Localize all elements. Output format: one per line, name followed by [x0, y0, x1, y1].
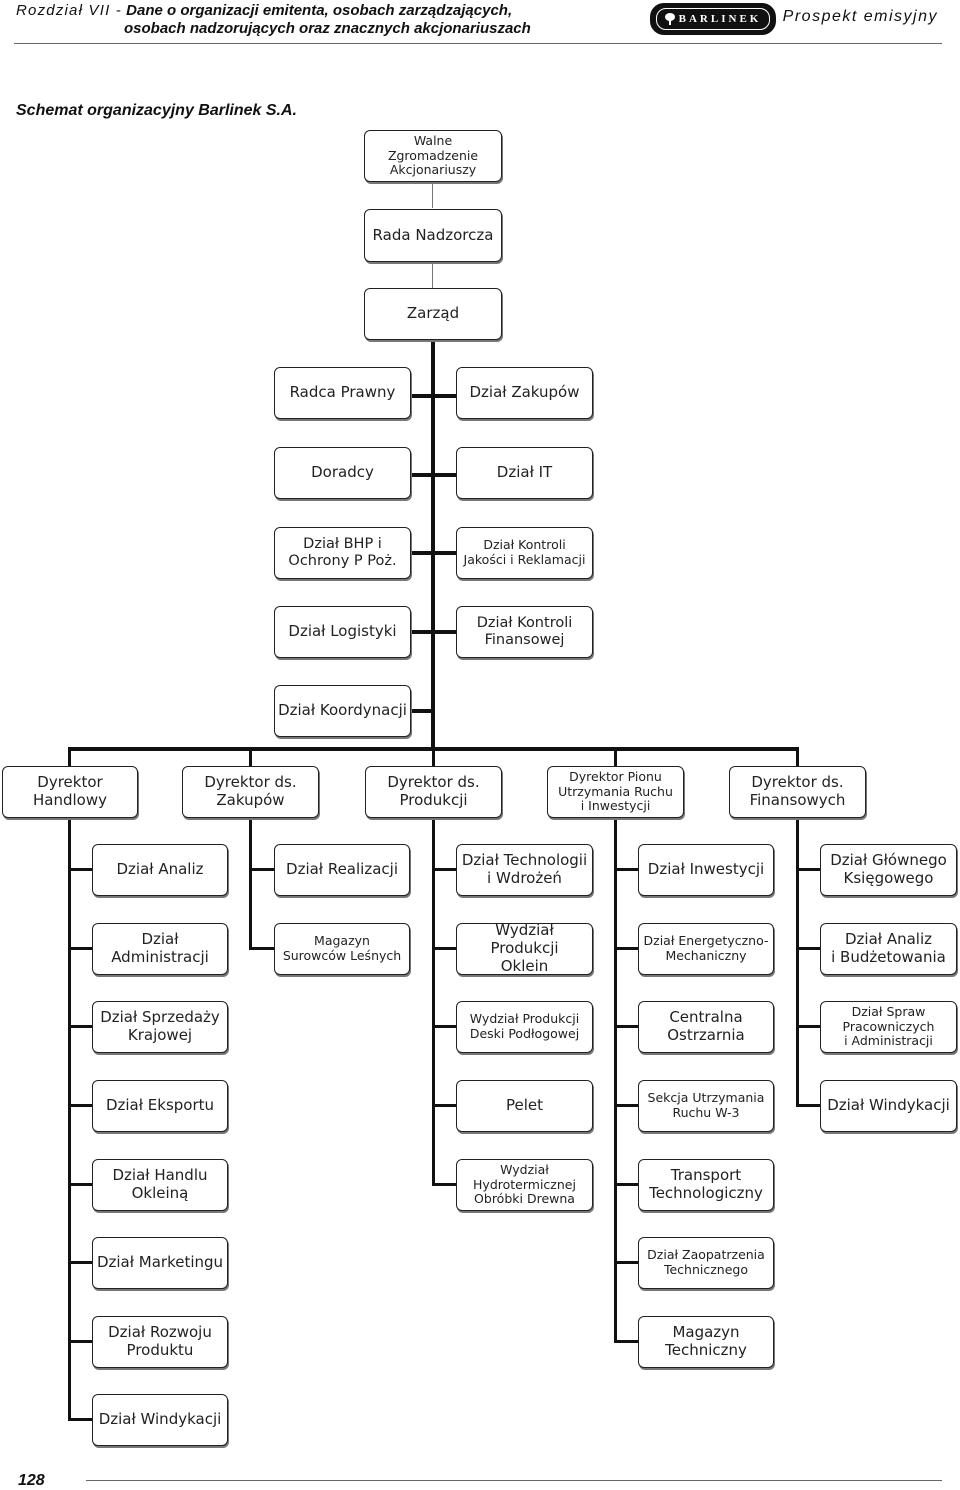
- connector-h7: [68, 1340, 92, 1343]
- connector-h2: [68, 947, 92, 950]
- diagram-title: Schemat organizacyjny Barlinek S.A.: [16, 102, 297, 119]
- box-h-dzial-handlu-okleina: Dział Handlu Okleiną: [92, 1159, 228, 1211]
- box-doradcy: Doradcy: [274, 447, 411, 499]
- connector-col-pionu: [614, 816, 617, 1343]
- connector-f2: [796, 947, 820, 950]
- connector-u4: [614, 1104, 638, 1107]
- box-dzial-logistyki: Dział Logistyki: [274, 606, 411, 658]
- chapter-title-line2: osobach nadzorujących oraz znacznych akc…: [124, 20, 531, 37]
- connector-dyr-pionu: [614, 749, 617, 768]
- connector-spine: [431, 340, 435, 748]
- box-f-dzial-analiz-budzetowania: Dział Analiz i Budżetowania: [820, 923, 957, 975]
- connector-dyr-produkcji: [432, 749, 435, 768]
- footer-divider: [86, 1480, 942, 1481]
- box-dzial-koordynacji: Dział Koordynacji: [274, 685, 411, 737]
- connector-u6: [614, 1261, 638, 1264]
- box-dyrektor-finansowych: Dyrektor ds. Finansowych: [729, 766, 866, 818]
- box-h-dzial-windykacji: Dział Windykacji: [92, 1394, 228, 1446]
- box-walne-zgromadzenie: Walne Zgromadzenie Akcjonariuszy: [364, 130, 502, 182]
- box-zarzad: Zarząd: [364, 288, 502, 340]
- box-radca-prawny: Radca Prawny: [274, 367, 411, 419]
- connector-col-zakupow: [249, 816, 252, 950]
- box-dyrektor-pionu: Dyrektor Pionu Utrzymania Ruchu i Inwest…: [547, 766, 684, 818]
- connector-bhp: [410, 551, 456, 555]
- connector-h6: [68, 1261, 92, 1264]
- header-document-type: Prospekt emisyjny: [782, 8, 938, 25]
- box-h-dzial-marketingu: Dział Marketingu: [92, 1237, 228, 1289]
- connector-dyr-handlowy: [68, 749, 71, 768]
- connector-u5: [614, 1183, 638, 1186]
- box-rada-nadzorcza: Rada Nadzorcza: [364, 209, 502, 262]
- box-u-transport-technologiczny: Transport Technologiczny: [638, 1159, 774, 1211]
- connector-h3: [68, 1025, 92, 1028]
- box-p-wydzial-oklein: Wydział Produkcji Oklein: [456, 922, 593, 975]
- connector-doradcy: [410, 473, 456, 477]
- box-u-magazyn-techniczny: Magazyn Techniczny: [638, 1316, 774, 1368]
- box-f-dzial-spraw-pracowniczych: Dział Spraw Pracowniczych i Administracj…: [820, 1001, 957, 1053]
- box-dzial-kontroli-finansowej: Dział Kontroli Finansowej: [456, 606, 593, 658]
- box-dyrektor-handlowy: Dyrektor Handlowy: [2, 766, 138, 818]
- box-h-dzial-sprzedazy-krajowej: Dział Sprzedaży Krajowej: [92, 1001, 228, 1053]
- connector-p2: [432, 947, 456, 950]
- connector-h1: [68, 868, 92, 871]
- box-dzial-zakupow: Dział Zakupów: [456, 367, 593, 419]
- box-dyrektor-produkcji: Dyrektor ds. Produkcji: [365, 766, 502, 818]
- connector-p1: [432, 868, 456, 871]
- connector-h5: [68, 1183, 92, 1186]
- box-z-magazyn-surowcow: Magazyn Surowców Leśnych: [274, 923, 410, 975]
- connector-col-handlowy: [68, 816, 71, 1421]
- box-dzial-bhp: Dział BHP i Ochrony P Poż.: [274, 527, 411, 579]
- box-u-dzial-energetyczno: Dział Energetyczno- Mechaniczny: [638, 923, 774, 975]
- box-p-wydzial-hydrotermicznej: Wydział Hydrotermicznej Obróbki Drewna: [456, 1159, 593, 1211]
- connector-dyr-fin: [796, 749, 799, 768]
- connector-u2: [614, 947, 638, 950]
- header-chapter-title: Rozdział VII - Dane o organizacji emiten…: [16, 2, 531, 38]
- box-u-centralna-ostrzarnia: Centralna Ostrzarnia: [638, 1001, 774, 1053]
- connector-walne-rada: [432, 182, 433, 208]
- connector-u7: [614, 1340, 638, 1343]
- box-u-sekcja-utrzymania: Sekcja Utrzymania Ruchu W-3: [638, 1080, 774, 1132]
- connector-z1: [249, 868, 274, 871]
- connector-p4: [432, 1104, 456, 1107]
- box-dzial-kontroli-jakosci: Dział Kontroli Jakości i Reklamacji: [456, 527, 593, 579]
- connector-z2: [249, 947, 274, 950]
- box-p-pelet: Pelet: [456, 1080, 593, 1132]
- box-h-dzial-rozwoju-produktu: Dział Rozwoju Produktu: [92, 1316, 228, 1368]
- header-divider: [14, 43, 942, 44]
- connector-f1: [796, 868, 820, 871]
- chapter-label: Rozdział VII -: [16, 2, 122, 19]
- box-u-dzial-inwestycji: Dział Inwestycji: [638, 844, 774, 896]
- box-f-dzial-glownego-ksiegowego: Dział Głównego Księgowego: [820, 844, 957, 896]
- box-u-dzial-zaopatrzenia: Dział Zaopatrzenia Technicznego: [638, 1237, 774, 1289]
- connector-f4: [796, 1104, 820, 1107]
- box-h-dzial-eksportu: Dział Eksportu: [92, 1080, 228, 1132]
- connector-f3: [796, 1025, 820, 1028]
- connector-p3: [432, 1025, 456, 1028]
- connector-p5: [432, 1183, 456, 1186]
- box-p-dzial-technologii: Dział Technologii i Wdrożeń: [456, 844, 593, 896]
- box-p-wydzial-deski: Wydział Produkcji Deski Podłogowej: [456, 1001, 593, 1053]
- box-h-dzial-analiz: Dział Analiz: [92, 844, 228, 896]
- connector-h4: [68, 1104, 92, 1107]
- page-number: 128: [18, 1472, 45, 1489]
- connector-rada-zarzad: [432, 262, 433, 288]
- connector-col-produkcji: [432, 816, 435, 1186]
- connector-koordynacji: [410, 709, 433, 713]
- tree-icon: [664, 13, 675, 25]
- connector-u1: [614, 868, 638, 871]
- connector-h8: [68, 1418, 92, 1421]
- box-z-dzial-realizacji: Dział Realizacji: [274, 844, 410, 896]
- box-dzial-it: Dział IT: [456, 447, 593, 499]
- logo-text: BARLINEK: [678, 13, 762, 25]
- box-dyrektor-zakupow: Dyrektor ds. Zakupów: [182, 766, 319, 818]
- connector-logistyki: [410, 630, 456, 634]
- connector-radca: [410, 394, 456, 398]
- connector-col-fin: [796, 816, 799, 1107]
- connector-u3: [614, 1025, 638, 1028]
- box-h-dzial-administracji: Dział Administracji: [92, 923, 228, 975]
- barlinek-logo: BARLINEK: [650, 3, 776, 35]
- connector-dyr-zakupow: [249, 749, 252, 768]
- chapter-title-line1: Dane o organizacji emitenta, osobach zar…: [126, 2, 513, 19]
- box-f-dzial-windykacji: Dział Windykacji: [820, 1080, 957, 1132]
